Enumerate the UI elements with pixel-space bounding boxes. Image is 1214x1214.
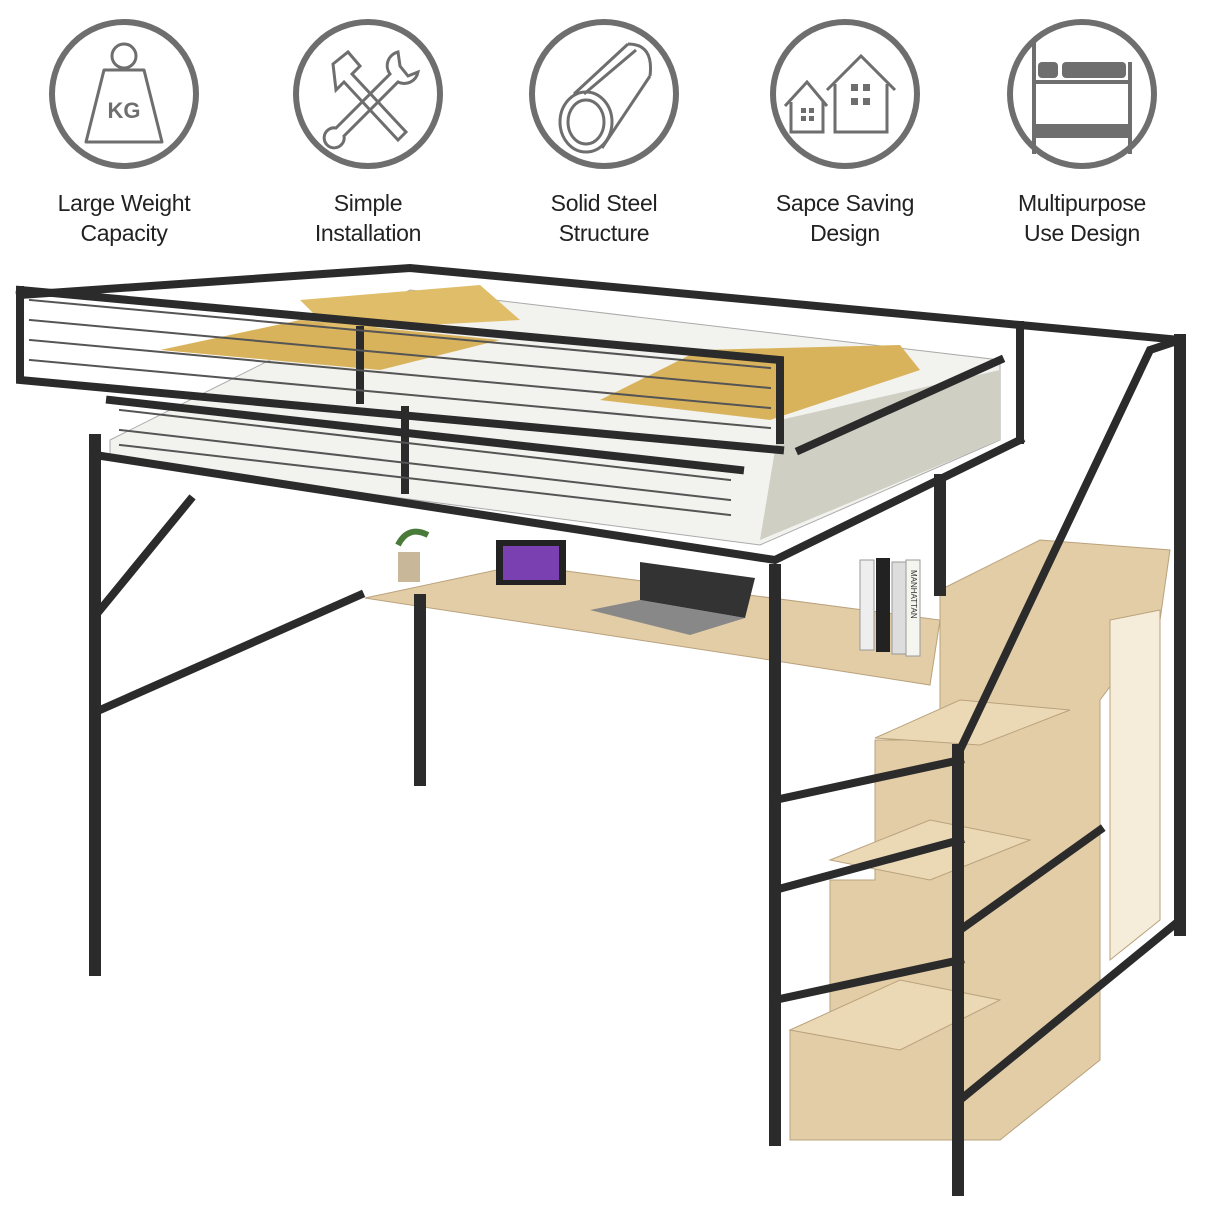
- kg-glyph: KG: [108, 98, 141, 123]
- weight-kg-icon: KG: [49, 19, 199, 169]
- mattress: [109, 285, 1001, 546]
- bunk-bed-icon: [1007, 19, 1157, 169]
- loft-bed-product-image: MANHATTAN: [15, 263, 1186, 1196]
- books: MANHATTAN: [859, 558, 921, 657]
- book-spine-label: MANHATTAN: [909, 570, 918, 619]
- tools-icon: [293, 19, 443, 169]
- houses-icon: [770, 19, 920, 169]
- desk: [364, 528, 941, 686]
- metal-frame: [15, 263, 1186, 1196]
- steel-tube-icon: [529, 19, 679, 169]
- laptop-image: [590, 600, 745, 635]
